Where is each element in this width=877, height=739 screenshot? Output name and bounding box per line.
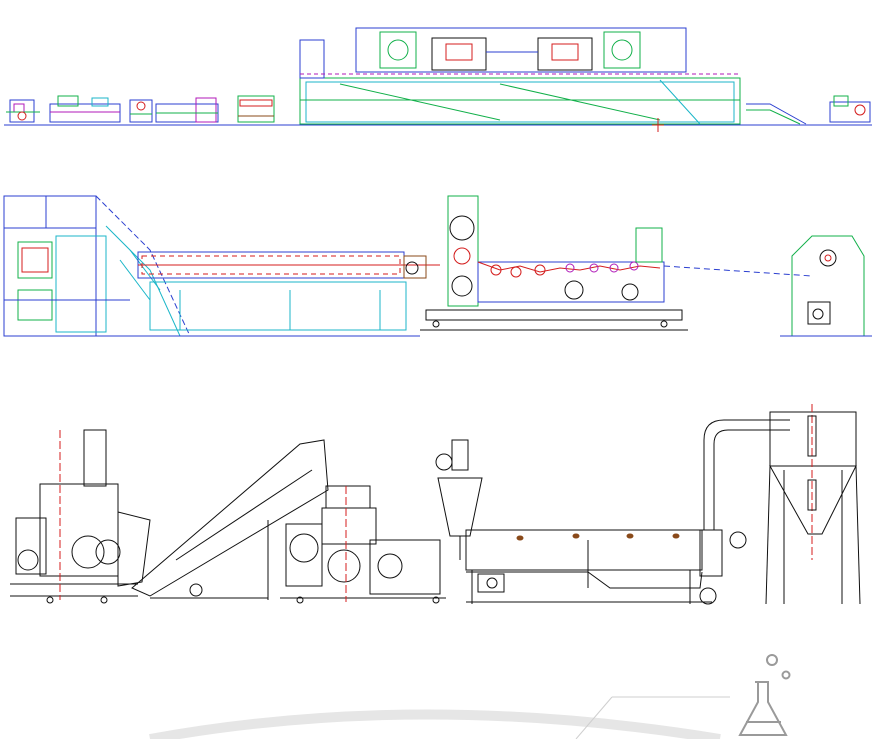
decorative-arc xyxy=(149,709,721,739)
washing-tank xyxy=(465,529,747,605)
feeder-machine-3 xyxy=(129,99,153,123)
feeder-machine-4 xyxy=(155,97,219,123)
material-path xyxy=(663,265,813,277)
main-oven-unit xyxy=(299,27,741,125)
feeder-machine-5 xyxy=(237,95,275,123)
production-line-overview xyxy=(4,27,872,132)
stretching-frame xyxy=(420,195,688,331)
extruder-barrel xyxy=(4,251,440,337)
cyclone-separator xyxy=(435,439,483,560)
inclined-conveyor xyxy=(131,439,329,600)
extruder-drive xyxy=(4,235,130,333)
pelletizing-extruder xyxy=(280,485,446,604)
winder-ramp xyxy=(746,103,807,125)
decorative-footer xyxy=(149,696,730,739)
decorative-line-slant xyxy=(575,696,613,739)
compactor-machine xyxy=(10,429,151,604)
winder-machine xyxy=(829,95,871,123)
extrusion-and-stretching-line xyxy=(3,195,872,337)
feeder-machine-1 xyxy=(6,99,40,123)
pneumatic-pipe xyxy=(703,419,790,530)
storage-silo xyxy=(765,404,861,605)
chemistry-flask-icon xyxy=(738,654,791,736)
take-up-winder xyxy=(780,235,872,337)
stair-tower xyxy=(3,195,191,337)
feeder-machine-2 xyxy=(49,95,121,123)
recycling-pelletizing-line xyxy=(10,404,861,605)
